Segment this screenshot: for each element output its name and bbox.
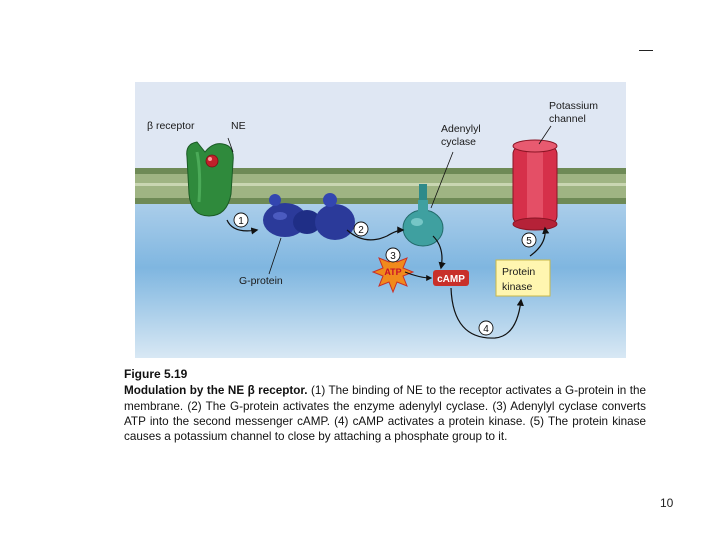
g-protein-shape xyxy=(263,193,355,240)
protein-kinase-box xyxy=(495,259,551,297)
protein-kinase-label-2: kinase xyxy=(502,281,533,293)
step-2-marker: 2 xyxy=(353,221,369,237)
channel-leader xyxy=(538,125,552,145)
caption-body: (1) The binding of NE to the receptor ac… xyxy=(124,384,647,444)
gprotein-leader xyxy=(268,237,282,275)
step-1-number: 1 xyxy=(238,216,244,227)
g-protein-label: G-protein xyxy=(239,275,283,287)
ne-molecule xyxy=(205,154,219,168)
camp-box xyxy=(433,270,469,286)
arrow-step-2 xyxy=(346,226,405,241)
step-5-number: 5 xyxy=(526,236,532,247)
figure-caption: Figure 5.19 Modulation by the NE β recep… xyxy=(124,367,646,444)
figure-number: Figure 5.19 xyxy=(124,367,188,381)
adenylyl-cyclase-shape xyxy=(402,184,444,247)
atp-starburst xyxy=(371,250,415,294)
step-3-marker: 3 xyxy=(385,247,401,263)
top-dash xyxy=(639,50,653,51)
arrow-step-3 xyxy=(432,235,446,270)
step-2-number: 2 xyxy=(358,225,364,236)
beta-receptor-shape xyxy=(186,141,234,217)
ne-leader xyxy=(227,137,234,153)
arrow-step-1 xyxy=(226,219,259,235)
arrow-step-4 xyxy=(450,287,524,339)
step-3-number: 3 xyxy=(390,251,396,262)
caption-lead: Modulation by the NE β receptor. xyxy=(124,384,308,398)
adenylyl-cyclase-label-2: cyclase xyxy=(441,136,476,148)
potassium-channel-shape xyxy=(512,139,558,231)
ne-label: NE xyxy=(231,120,246,132)
potassium-channel-label-1: Potassium xyxy=(549,100,598,112)
cyclase-leader xyxy=(430,151,454,209)
atp-label: ATP xyxy=(384,267,401,277)
beta-receptor-label: β receptor xyxy=(147,120,195,132)
figure-5-19-diagram: ATP cAMP Protein kinase 1 2 3 4 5 β rece… xyxy=(135,82,626,358)
potassium-channel-label-2: channel xyxy=(549,113,586,125)
camp-label: cAMP xyxy=(437,274,465,285)
arrow-step-5 xyxy=(529,226,550,257)
step-1-marker: 1 xyxy=(233,212,249,228)
pathway-svg: ATP cAMP Protein kinase 1 2 3 4 5 β rece… xyxy=(135,82,626,358)
step-4-marker: 4 xyxy=(478,320,494,336)
protein-kinase-label-1: Protein xyxy=(502,266,535,278)
page-number: 10 xyxy=(660,496,674,510)
adenylyl-cyclase-label-1: Adenylyl xyxy=(441,123,481,135)
step-4-number: 4 xyxy=(483,324,489,335)
arrow-atp-to-camp xyxy=(404,271,433,281)
step-5-marker: 5 xyxy=(521,232,537,248)
